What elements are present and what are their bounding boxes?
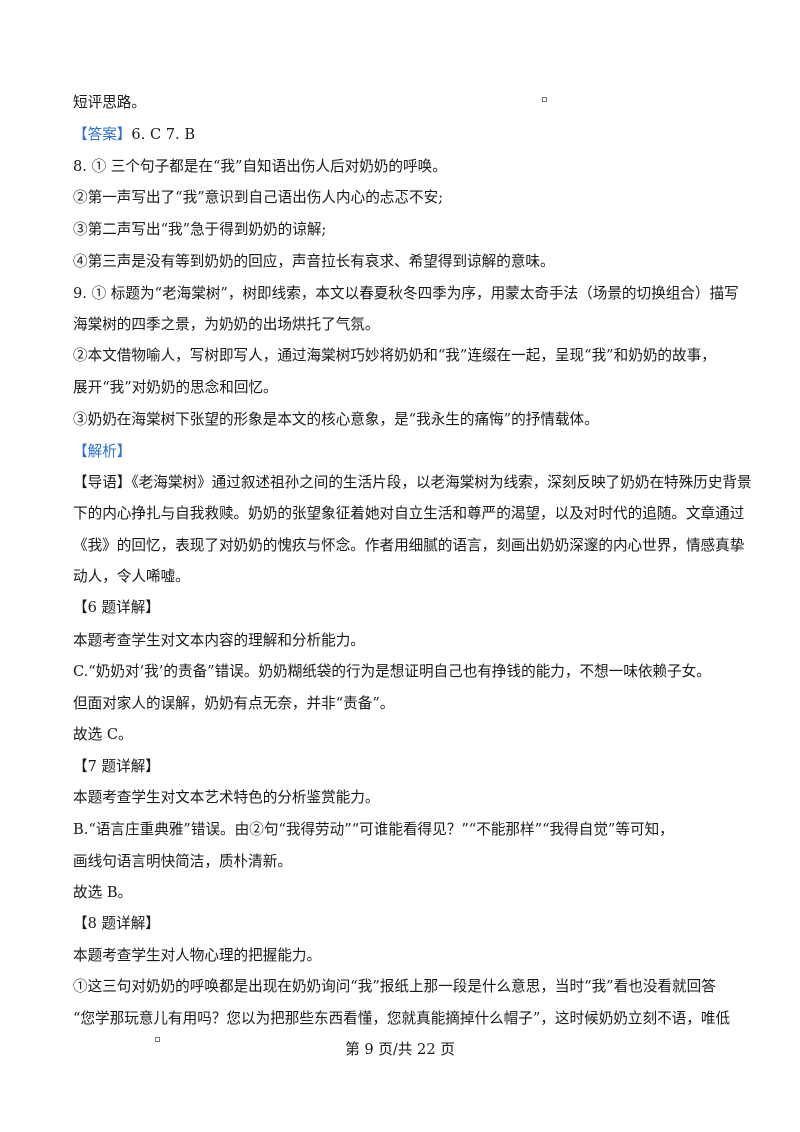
answer-line: 【答案】6. C 7. B xyxy=(73,125,733,145)
text-line-19: C.“奶奶对‘我’的责备”错误。奶奶糊纸袋的行为是想证明自己也有挣钱的能力，不想… xyxy=(73,663,711,680)
text-line-5: ③第二声写出“我”急于得到奶奶的谅解; xyxy=(73,221,327,238)
text-line-15: 《我》的回忆，表现了对奶奶的愧疚与怀念。作者用细腻的语言，刻画出奶奶深邃的内心世… xyxy=(73,537,745,554)
scan-mark-bottom xyxy=(155,1037,160,1042)
text-line-4: ②第一声写出了“我”意识到自己语出伤人内心的忐忑不安; xyxy=(73,189,444,206)
section-heading-8: 【8 题详解】 xyxy=(73,915,160,932)
text-line-6: ④第三声是没有等到奶奶的回应，声音拉长有哀求、希望得到谅解的意味。 xyxy=(73,253,555,270)
section-heading-7: 【7 题详解】 xyxy=(73,758,160,775)
text-line-28: 本题考查学生对人物心理的把握能力。 xyxy=(73,947,322,964)
scan-mark-top xyxy=(542,97,547,102)
text-line-9: ②本文借物喻人，写树即写人，通过海棠树巧妙将奶奶和“我”连缀在一起，呈现“我”和… xyxy=(73,347,716,364)
text-line-7: 9. ① 标题为“老海棠树”，树即线索，本文以春夏秋冬四季为序，用蒙太奇手法（场… xyxy=(73,285,739,302)
text-line-8: 海棠树的四季之景，为奶奶的出场烘托了气氛。 xyxy=(73,316,380,333)
text-line-3: 8. ① 三个句子都是在“我”自知语出伤人后对奶奶的呼唤。 xyxy=(73,158,447,175)
text-line-30: “您学那玩意儿有用吗？您以为把那些东西看懂，您就真能摘掉什么帽子”，这时候奶奶立… xyxy=(73,1010,731,1027)
answer-label: 【答案】 xyxy=(73,126,132,143)
text-line-26: 故选 B。 xyxy=(73,884,133,901)
answer-text: 6. C 7. B xyxy=(131,126,196,143)
text-line-14: 下的内心挣扎与自我救赎。奶奶的张望象征着她对自立生活和尊严的渴望，以及对时代的追… xyxy=(73,505,745,522)
text-line-13: 【导语】《老海棠树》通过叙述祖孙之间的生活片段，以老海棠树为线索，深刻反映了奶奶… xyxy=(73,474,752,491)
text-line-23: 本题考查学生对文本艺术特色的分析鉴赏能力。 xyxy=(73,789,380,806)
analysis-heading: 【解析】 xyxy=(73,443,132,460)
text-line-18: 本题考查学生对文本内容的理解和分析能力。 xyxy=(73,632,365,649)
page-footer: 第 9 页/共 22 页 xyxy=(345,1041,455,1058)
text-line-1: 短评思路。 xyxy=(73,94,146,111)
section-heading-6: 【6 题详解】 xyxy=(73,599,160,616)
text-line-25: 画线句语言明快简洁，质朴清新。 xyxy=(73,853,292,870)
text-line-16: 动人，令人唏嘘。 xyxy=(73,568,190,585)
text-line-21: 故选 C。 xyxy=(73,726,133,743)
text-line-10: 展开“我”对奶奶的思念和回忆。 xyxy=(73,379,278,396)
text-line-24: B.“语言庄重典雅”错误。由②句“我得劳动”“可谁能看得见？”“不能那样”“我得… xyxy=(73,821,674,838)
text-line-29: ①这三句对奶奶的呼唤都是出现在奶奶询问“我”报纸上那一段是什么意思，当时“我”看… xyxy=(73,978,716,995)
text-line-20: 但面对家人的误解，奶奶有点无奈，并非“责备”。 xyxy=(73,695,395,712)
text-line-11: ③奶奶在海棠树下张望的形象是本文的核心意象，是“我永生的痛悔”的抒情载体。 xyxy=(73,411,599,428)
